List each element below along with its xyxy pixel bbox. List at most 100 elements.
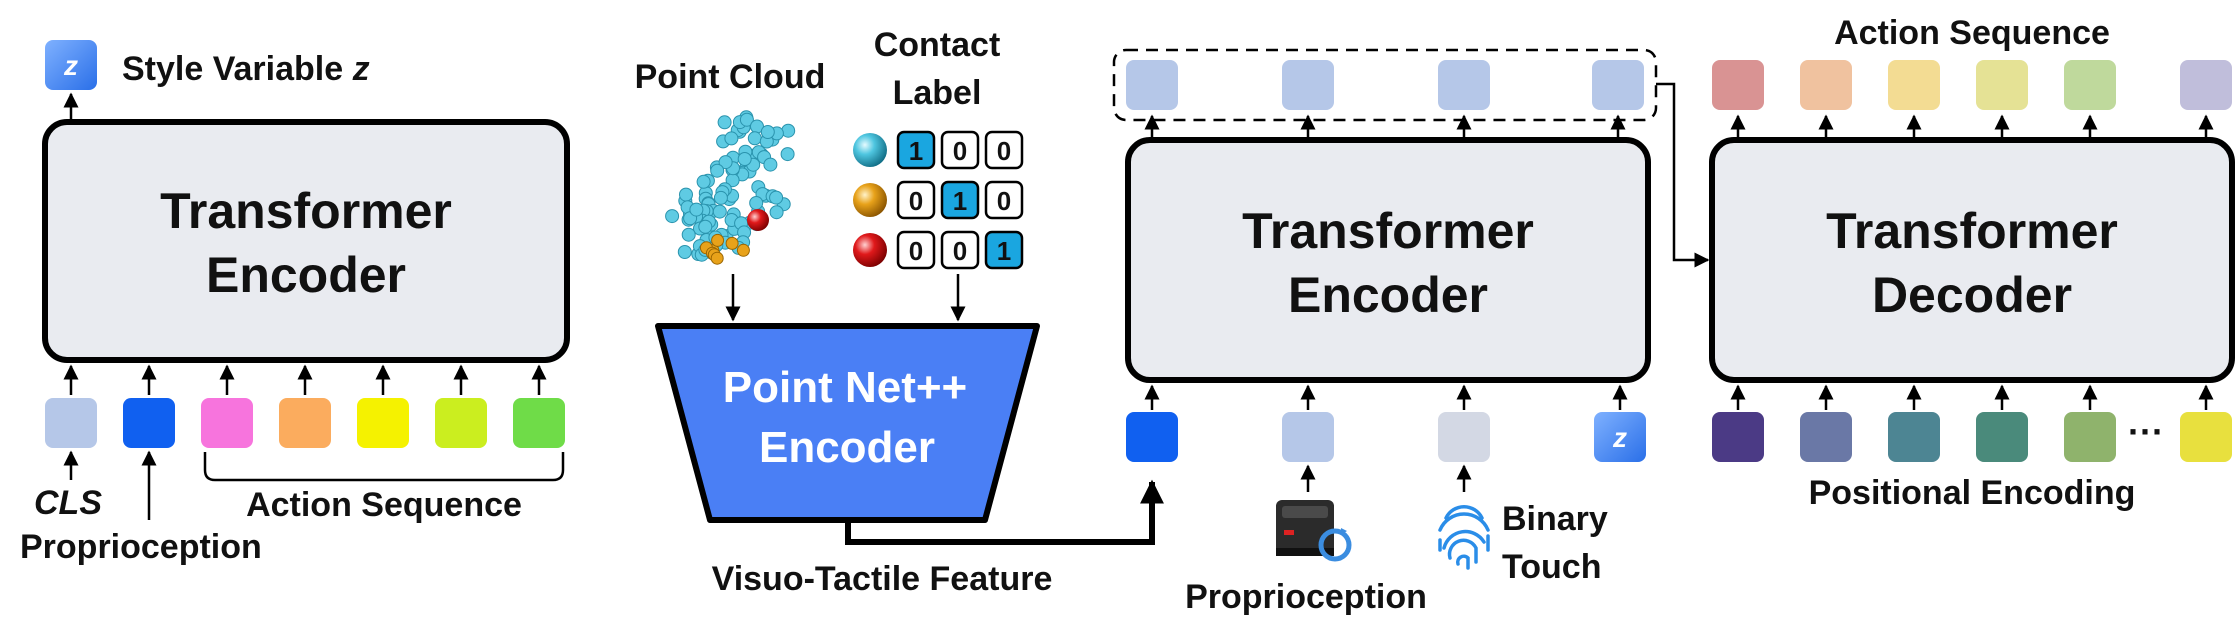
point-cloud-point <box>681 227 696 242</box>
point-cloud-point <box>749 196 764 210</box>
latent-token <box>1282 60 1334 110</box>
cvae-encoder-panel: Transformer Encoder z Proprioception <box>1112 48 1710 616</box>
contact-bit-value: 0 <box>953 236 967 266</box>
pointnet-encoder-trapezoid <box>655 323 1040 523</box>
contact-bit-value: 0 <box>997 136 1011 166</box>
decoder-panel: Action Sequence Transformer Decoder ··· … <box>1709 14 2235 512</box>
point-cloud-point <box>718 155 733 170</box>
cls-token <box>45 398 97 448</box>
point-cloud-point <box>713 190 728 205</box>
point-cloud-point <box>739 112 754 127</box>
contact-label-line2: Label <box>893 74 982 112</box>
contact-sphere <box>853 183 887 217</box>
cvae-proprioception-token <box>1282 412 1334 462</box>
contact-sphere <box>853 133 887 167</box>
contact-bit-cell <box>984 130 1024 170</box>
point-cloud-point <box>712 204 727 219</box>
decoder-output-token <box>1712 60 1764 110</box>
point-cloud-contact-point <box>725 236 739 250</box>
point-cloud-point <box>689 202 704 217</box>
decoder-output-token <box>1888 60 1940 110</box>
point-cloud-point <box>665 209 680 224</box>
style-z-token-letter: z <box>63 50 78 81</box>
point-cloud-point <box>696 174 711 189</box>
contact-sphere <box>853 233 887 267</box>
visuo-tactile-feature-label: Visuo-Tactile Feature <box>712 560 1053 598</box>
positional-encoding-token <box>1976 412 2028 462</box>
style-z-token <box>45 40 97 90</box>
contact-bit-cell <box>896 230 936 270</box>
contact-bit-value: 0 <box>909 236 923 266</box>
contact-bit-cell <box>940 180 980 220</box>
latent-to-decoder-arrow <box>1656 82 1710 268</box>
point-cloud-point <box>763 157 778 172</box>
left-panel: z Style Variable z Transformer Encoder C… <box>20 40 570 566</box>
action-sequence-bracket <box>203 452 565 482</box>
point-cloud-point <box>769 205 784 220</box>
positional-encoding-token <box>1888 412 1940 462</box>
contact-bit-value: 0 <box>997 186 1011 216</box>
left-transformer-encoder-box <box>42 119 570 363</box>
contact-bit-cell <box>940 230 980 270</box>
action-token <box>201 398 253 448</box>
positional-ellipsis: ··· <box>2128 411 2164 452</box>
point-cloud-point <box>760 125 775 139</box>
cls-label: CLS <box>34 484 102 522</box>
fingerprint-icon <box>1438 505 1490 570</box>
point-cloud-point <box>724 131 739 146</box>
positional-encoding-token <box>2180 412 2232 462</box>
cvae-z-token-letter: z <box>1612 422 1627 453</box>
left-encoder-title-line2: Encoder <box>206 247 406 303</box>
cvae-transformer-encoder-box <box>1125 137 1651 383</box>
cvae-encoder-title-line1: Transformer <box>1242 203 1534 259</box>
latent-token <box>1126 60 1178 110</box>
decoder-output-tokens <box>1712 60 2232 110</box>
positional-encoding-token <box>2064 412 2116 462</box>
positional-encoding-tokens <box>1712 412 2232 462</box>
positional-encoding-token <box>1712 412 1764 462</box>
point-cloud-point <box>677 245 692 259</box>
decoder-output-token <box>1976 60 2028 110</box>
point-cloud-point <box>780 147 795 162</box>
decoder-output-token <box>2180 60 2232 110</box>
decoder-output-arrows <box>1730 114 2214 138</box>
latent-token <box>1592 60 1644 110</box>
contact-bit-cell <box>984 230 1024 270</box>
decoder-action-sequence-label: Action Sequence <box>1834 14 2110 52</box>
visuo-tactile-token <box>1126 412 1178 462</box>
positional-encoding-label: Positional Encoding <box>1809 474 2136 512</box>
visuo-tactile-feature-arrow <box>845 479 1164 545</box>
point-cloud-contact-point <box>711 233 725 247</box>
decoder-input-arrows <box>1730 384 2214 410</box>
latent-output-dashed-box <box>1112 48 1658 122</box>
binary-touch-token <box>1438 412 1490 462</box>
action-token <box>279 398 331 448</box>
left-proprioception-label: Proprioception <box>20 528 262 566</box>
transformer-decoder-box <box>1709 137 2235 383</box>
left-action-sequence-label: Action Sequence <box>246 486 522 524</box>
cvae-encoder-title-line2: Encoder <box>1288 267 1488 323</box>
latent-token <box>1438 60 1490 110</box>
contact-bit-value: 0 <box>953 136 967 166</box>
positional-encoding-token <box>1800 412 1852 462</box>
point-cloud-point <box>769 190 784 205</box>
point-cloud-point <box>747 131 762 146</box>
point-cloud-contact-point <box>736 243 750 257</box>
contact-bit-cell <box>896 180 936 220</box>
point-cloud-label: Point Cloud <box>635 58 826 96</box>
point-cloud-point <box>717 115 732 130</box>
contact-bit-value: 1 <box>953 186 967 216</box>
pointnet-title-line1: Point Net++ <box>723 363 968 412</box>
decoder-title-line2: Decoder <box>1872 267 2072 323</box>
binary-touch-label-line2: Touch <box>1502 548 1601 586</box>
point-cloud-point <box>698 219 713 234</box>
point-cloud-contact-point <box>710 251 724 265</box>
action-token <box>513 398 565 448</box>
cvae-z-token <box>1594 412 1646 462</box>
point-cloud-image <box>665 110 796 265</box>
point-cloud-red-marker <box>747 209 769 231</box>
decoder-output-token <box>1800 60 1852 110</box>
decoder-title-line1: Transformer <box>1826 203 2118 259</box>
robot-arm-icon <box>1276 500 1352 562</box>
